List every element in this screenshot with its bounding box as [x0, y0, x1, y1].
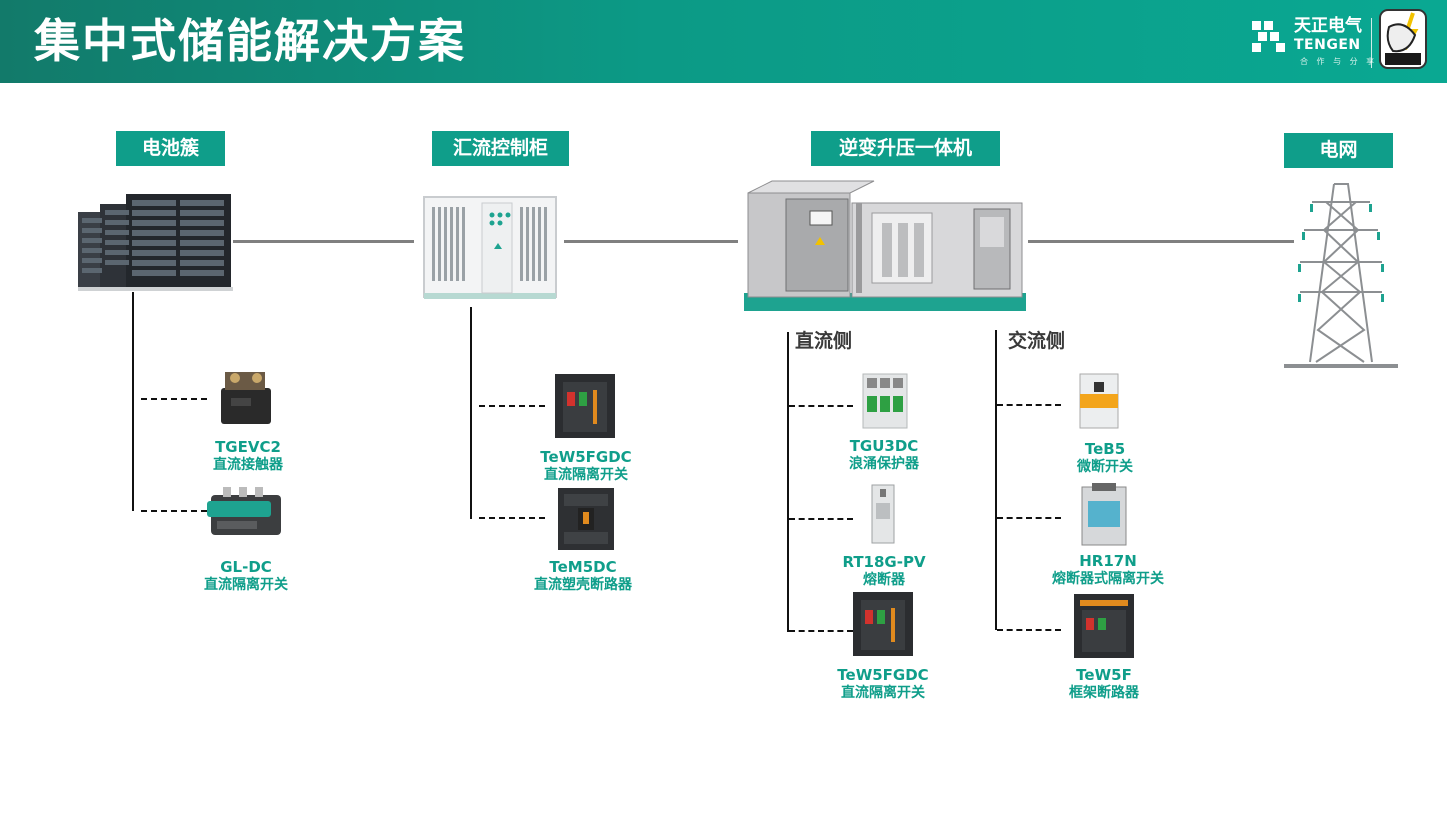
tianzhengneng-badge-icon	[1379, 9, 1427, 69]
product-desc: 直流隔离开关	[841, 685, 925, 701]
hr17n-fuse-switch-image	[1081, 483, 1127, 546]
product-tgu3dc: TGU3DC 浪涌保护器	[784, 437, 984, 473]
dash-stub	[141, 510, 207, 512]
dash-stub	[789, 518, 853, 520]
product-desc: 浪涌保护器	[849, 456, 919, 472]
tew5fgdc-combiner-image	[555, 374, 615, 438]
product-hr17n: HR17N 熔断器式隔离开关	[1008, 552, 1208, 588]
product-tem5dc: TeM5DC 直流塑壳断路器	[483, 558, 683, 594]
teb5-mcb-image	[1079, 373, 1119, 429]
tag-combiner-cabinet: 汇流控制柜	[432, 131, 569, 166]
product-model: RT18G-PV	[842, 553, 926, 571]
connector-battery-combiner	[233, 240, 414, 243]
header-bar: 集中式储能解决方案 天正电气 TENGEN 合 作 与 分 享	[0, 0, 1447, 83]
logo-english-name: TENGEN	[1294, 37, 1361, 53]
combiner-cabinet-icon	[423, 196, 557, 299]
product-teb5: TeB5 微断开关	[1005, 440, 1205, 476]
tengen-logo-icon	[1252, 21, 1285, 52]
logo-slogan: 合 作 与 分 享	[1300, 57, 1378, 66]
product-desc: 直流隔离开关	[544, 467, 628, 483]
page-title: 集中式储能解决方案	[34, 14, 466, 68]
product-tew5f: TeW5F 框架断路器	[1004, 666, 1204, 702]
dash-stub	[997, 517, 1061, 519]
product-model: TeW5F	[1076, 666, 1132, 684]
tew5fgdc-dc-image	[853, 592, 913, 656]
product-model: TeM5DC	[549, 558, 617, 576]
dash-stub	[141, 398, 207, 400]
dash-stub	[997, 629, 1061, 631]
product-model: GL-DC	[220, 558, 272, 576]
logo-divider	[1371, 18, 1372, 68]
product-model: TGEVC2	[215, 438, 281, 456]
inverter-station-icon	[744, 180, 1026, 311]
rt18g-pv-fuse-image	[871, 484, 895, 544]
dash-stub	[789, 630, 853, 632]
product-desc: 直流隔离开关	[204, 577, 288, 593]
tew5f-acb-image	[1074, 594, 1134, 658]
tag-grid: 电网	[1284, 133, 1393, 168]
ac-branch-line	[995, 330, 997, 630]
dc-isolating-switch-image	[207, 487, 281, 535]
ac-side-label: 交流侧	[1008, 330, 1066, 352]
combiner-branch-line	[470, 307, 472, 519]
dash-stub	[479, 405, 545, 407]
tag-battery-cluster: 电池簇	[116, 131, 225, 166]
dc-contactor-image	[221, 372, 271, 424]
product-desc: 直流塑壳断路器	[534, 577, 632, 593]
tag-inverter-booster: 逆变升压一体机	[811, 131, 1000, 166]
dash-stub	[789, 405, 853, 407]
dc-side-label: 直流侧	[795, 330, 853, 352]
battery-rack-icon	[78, 194, 233, 291]
product-desc: 熔断器	[863, 572, 905, 588]
product-model: TeW5FGDC	[837, 666, 929, 684]
logo-chinese-name: 天正电气	[1294, 16, 1362, 36]
product-model: TeW5FGDC	[540, 448, 632, 466]
product-desc: 框架断路器	[1069, 685, 1139, 701]
dash-stub	[997, 404, 1061, 406]
dash-stub	[479, 517, 545, 519]
product-tew5fgdc-dc: TeW5FGDC 直流隔离开关	[783, 666, 983, 702]
dc-branch-line	[787, 332, 789, 632]
connector-inverter-grid	[1028, 240, 1294, 243]
product-tgevc2: TGEVC2 直流接触器	[148, 438, 348, 474]
connector-combiner-inverter	[564, 240, 738, 243]
product-model: TGU3DC	[849, 437, 919, 455]
product-desc: 直流接触器	[213, 457, 283, 473]
product-model: TeB5	[1084, 440, 1126, 458]
battery-branch-line	[132, 292, 134, 511]
product-desc: 微断开关	[1077, 459, 1133, 475]
tgu3dc-spd-image	[862, 373, 908, 429]
product-desc: 熔断器式隔离开关	[1052, 571, 1164, 587]
product-model: HR17N	[1079, 552, 1137, 570]
tem5dc-mccb-image	[558, 488, 614, 550]
transmission-tower-icon	[1284, 183, 1398, 368]
product-tew5fgdc-combiner: TeW5FGDC 直流隔离开关	[486, 448, 686, 484]
product-rt18g-pv: RT18G-PV 熔断器	[784, 553, 984, 589]
product-gl-dc: GL-DC 直流隔离开关	[146, 558, 346, 594]
